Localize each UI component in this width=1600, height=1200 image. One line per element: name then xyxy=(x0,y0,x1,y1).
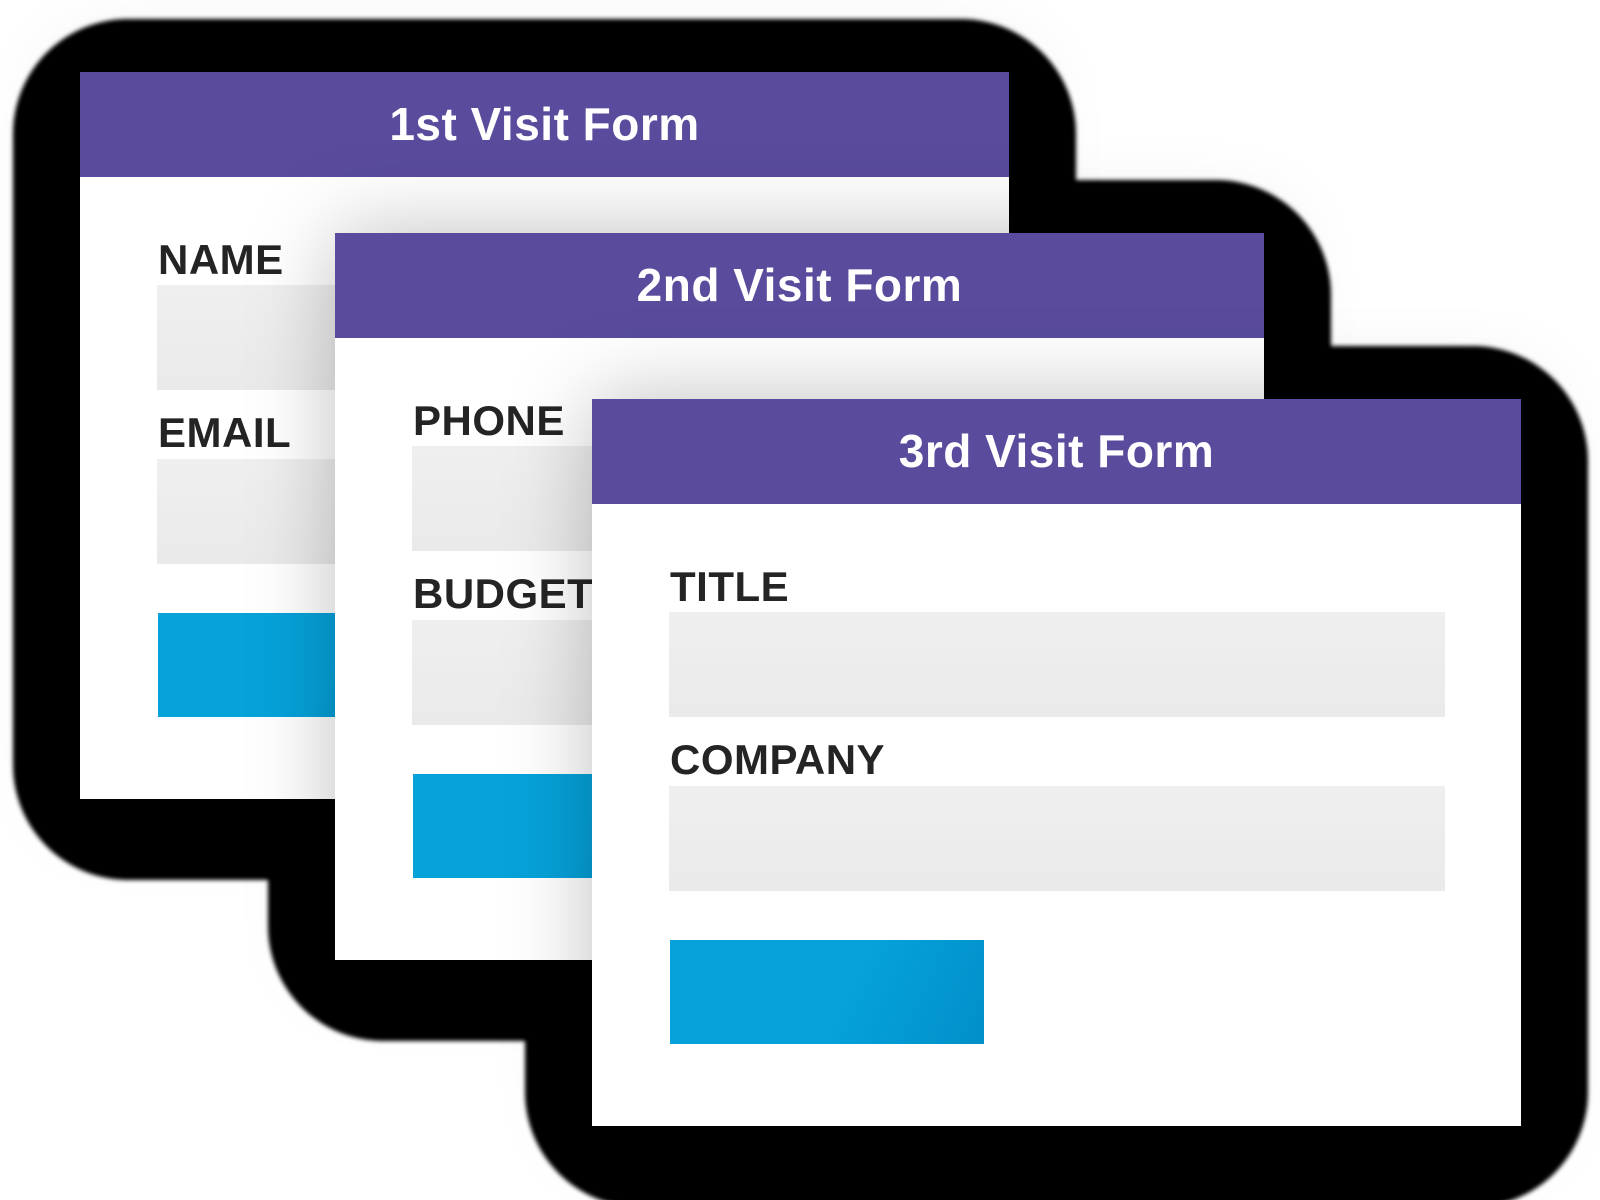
budget-label: BUDGET xyxy=(413,570,594,617)
name-label: NAME xyxy=(158,236,284,283)
phone-label: PHONE xyxy=(413,397,565,444)
submit-button[interactable] xyxy=(670,940,984,1044)
title-label: TITLE xyxy=(670,563,790,610)
company-label: COMPANY xyxy=(670,736,886,783)
email-label: EMAIL xyxy=(158,409,292,456)
card-title: 3rd Visit Form xyxy=(898,425,1215,477)
company-input[interactable] xyxy=(669,786,1445,891)
card-third-visit-form: 3rd Visit Form TITLE COMPANY xyxy=(592,399,1521,1126)
card-title: 2nd Visit Form xyxy=(636,259,963,311)
card-header: 1st Visit Form xyxy=(80,72,1009,177)
card-header: 2nd Visit Form xyxy=(335,233,1264,338)
card-header: 3rd Visit Form xyxy=(592,399,1521,504)
card-title: 1st Visit Form xyxy=(389,98,700,150)
title-input[interactable] xyxy=(669,612,1445,717)
